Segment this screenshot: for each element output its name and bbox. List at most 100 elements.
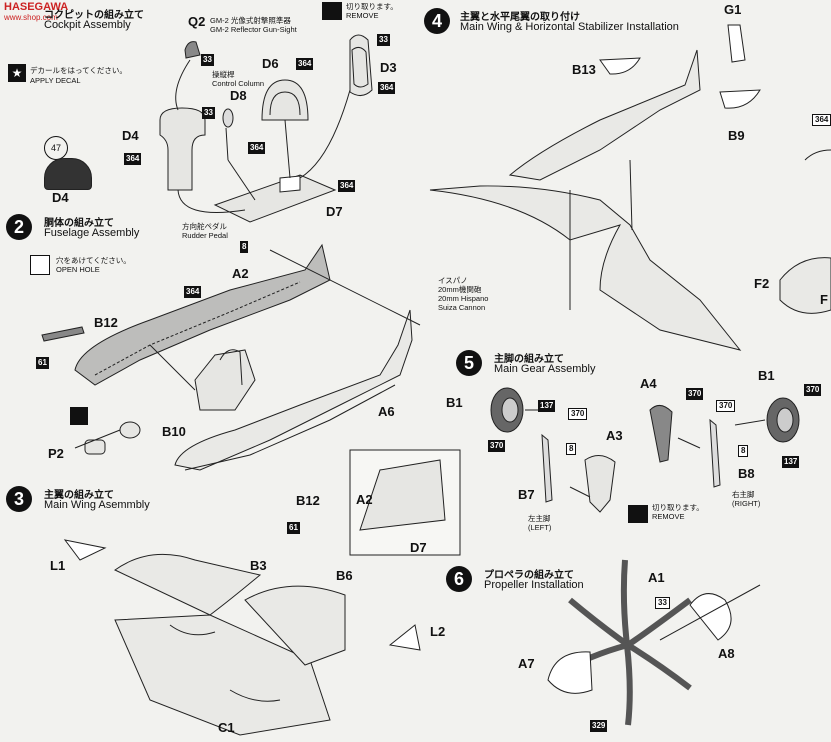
open-hole-jp: 穴をあけてください。 <box>56 256 131 265</box>
decal-star-icon: ★ <box>8 64 26 82</box>
part-d4-decal: D4 <box>52 190 69 205</box>
part-b10: B10 <box>162 424 186 439</box>
drill-hole-icon <box>70 407 88 425</box>
left-gear-en: (LEFT) <box>528 523 552 532</box>
cannon-en-2: Suiza Cannon <box>438 303 486 312</box>
cannon-en-1: 20mm Hispano <box>438 294 489 303</box>
part-a2: A2 <box>232 266 249 281</box>
paint-chip: 61 <box>287 522 300 534</box>
pedal-jp: 方向舵ペダル <box>182 222 227 231</box>
decal-note-jp: デカールをはってください。 <box>30 66 127 75</box>
site-watermark: www.shop.com <box>4 13 58 22</box>
instrument-panel-icon <box>44 158 92 190</box>
part-a7: A7 <box>518 656 535 671</box>
step3-title-jp: 主翼の組み立て <box>44 490 114 501</box>
cannon-jp-1: イスパノ <box>438 276 468 285</box>
step5-title-jp: 主脚の組み立て <box>494 354 564 365</box>
part-l2: L2 <box>430 624 446 639</box>
paint-chip: 33 <box>202 107 215 119</box>
step3-title-en: Main Wing Asemmbly <box>44 499 150 511</box>
part-b13: B13 <box>572 62 596 77</box>
paint-chip: 364 <box>296 58 314 70</box>
part-l1: L1 <box>50 558 66 573</box>
cannon-jp-2: 20mm機関砲 <box>438 285 482 294</box>
pedal-en: Rudder Pedal <box>182 231 228 240</box>
paint-chip: 33 <box>655 597 670 609</box>
paint-chip: 364 <box>812 114 831 126</box>
part-a4: A4 <box>640 376 657 391</box>
paint-chip: 33 <box>377 34 390 46</box>
step1-title-en: Cockpit Assembly <box>44 19 131 31</box>
drill-hole-icon <box>30 255 50 275</box>
paint-chip: 364 <box>184 286 202 298</box>
paint-chip: 8 <box>738 445 749 457</box>
part-a6: A6 <box>378 404 395 419</box>
remove2-jp: 切り取ります。 <box>652 503 704 512</box>
step5-title-en: Main Gear Assembly <box>494 363 596 375</box>
paint-chip: 61 <box>36 357 49 369</box>
decal-note-en: APPLY DECAL <box>30 76 81 85</box>
step6-title-jp: プロペラの組み立て <box>484 570 574 581</box>
part-b7: B7 <box>518 487 535 502</box>
column-en: Control Column <box>212 79 265 88</box>
paint-chip: 370 <box>686 388 704 400</box>
part-b3: B3 <box>250 558 267 573</box>
step1-title-jp: コクピットの組み立て <box>44 10 144 21</box>
step4-title-jp: 主翼と水平尾翼の取り付け <box>460 12 580 23</box>
left-gear-jp: 左主脚 <box>528 514 551 523</box>
paint-chip: 370 <box>568 408 588 420</box>
step2-title-en: Fuselage Assembly <box>44 227 140 239</box>
right-gear-jp: 右主脚 <box>732 490 755 499</box>
step6-title-en: Propeller Installation <box>484 579 584 591</box>
knife-remove-icon <box>628 505 648 523</box>
paint-chip: 8 <box>566 443 577 455</box>
paint-chip: 8 <box>240 241 249 253</box>
part-d4: D4 <box>122 128 139 143</box>
part-b12-lower: B12 <box>296 493 320 508</box>
paint-chip: 370 <box>804 384 822 396</box>
brand-watermark: HASEGAWA <box>4 1 69 13</box>
part-c1: C1 <box>218 720 235 735</box>
part-q2: Q2 <box>188 14 206 29</box>
remove2-en: REMOVE <box>652 512 685 521</box>
step4-number: 4 <box>424 8 450 34</box>
paint-chip: 329 <box>590 720 608 732</box>
gunsight-jp: GM-2 光像式射撃照準器 <box>210 16 291 25</box>
part-d6: D6 <box>262 56 279 71</box>
gunsight-en: GM-2 Reflector Gun-Sight <box>210 25 297 34</box>
paint-chip: 137 <box>538 400 556 412</box>
part-b1-right: B1 <box>758 368 775 383</box>
paint-chip: 364 <box>248 142 266 154</box>
paint-chip: 364 <box>124 153 142 165</box>
paint-chip: 370 <box>716 400 736 412</box>
remove-note-jp: 切り取ります。 <box>346 2 398 11</box>
part-b9: B9 <box>728 128 745 143</box>
part-d3: D3 <box>380 60 397 75</box>
part-b1-left: B1 <box>446 395 463 410</box>
step6-number: 6 <box>446 566 472 592</box>
part-a1: A1 <box>648 570 665 585</box>
remove-note-en: REMOVE <box>346 11 379 20</box>
paint-chip: 364 <box>378 82 396 94</box>
open-hole-en: OPEN HOLE <box>56 265 100 274</box>
column-jp: 操縦桿 <box>212 70 235 79</box>
part-d8: D8 <box>230 88 247 103</box>
step4-title-en: Main Wing & Horizontal Stabilizer Instal… <box>460 21 679 33</box>
step2-title-jp: 胴体の組み立て <box>44 218 114 229</box>
part-b8: B8 <box>738 466 755 481</box>
part-f: F <box>820 292 828 307</box>
part-d7-inset: D7 <box>410 540 427 555</box>
part-b12: B12 <box>94 315 118 330</box>
part-a8: A8 <box>718 646 735 661</box>
step2-number: 2 <box>6 214 32 240</box>
part-b6: B6 <box>336 568 353 583</box>
part-d7: D7 <box>326 204 343 219</box>
paint-chip: 33 <box>201 54 214 66</box>
knife-remove-icon <box>322 2 342 20</box>
part-a2-inset: A2 <box>356 492 373 507</box>
step5-number: 5 <box>456 350 482 376</box>
right-gear-en: (RIGHT) <box>732 499 761 508</box>
part-f2: F2 <box>754 276 770 291</box>
step3-number: 3 <box>6 486 32 512</box>
